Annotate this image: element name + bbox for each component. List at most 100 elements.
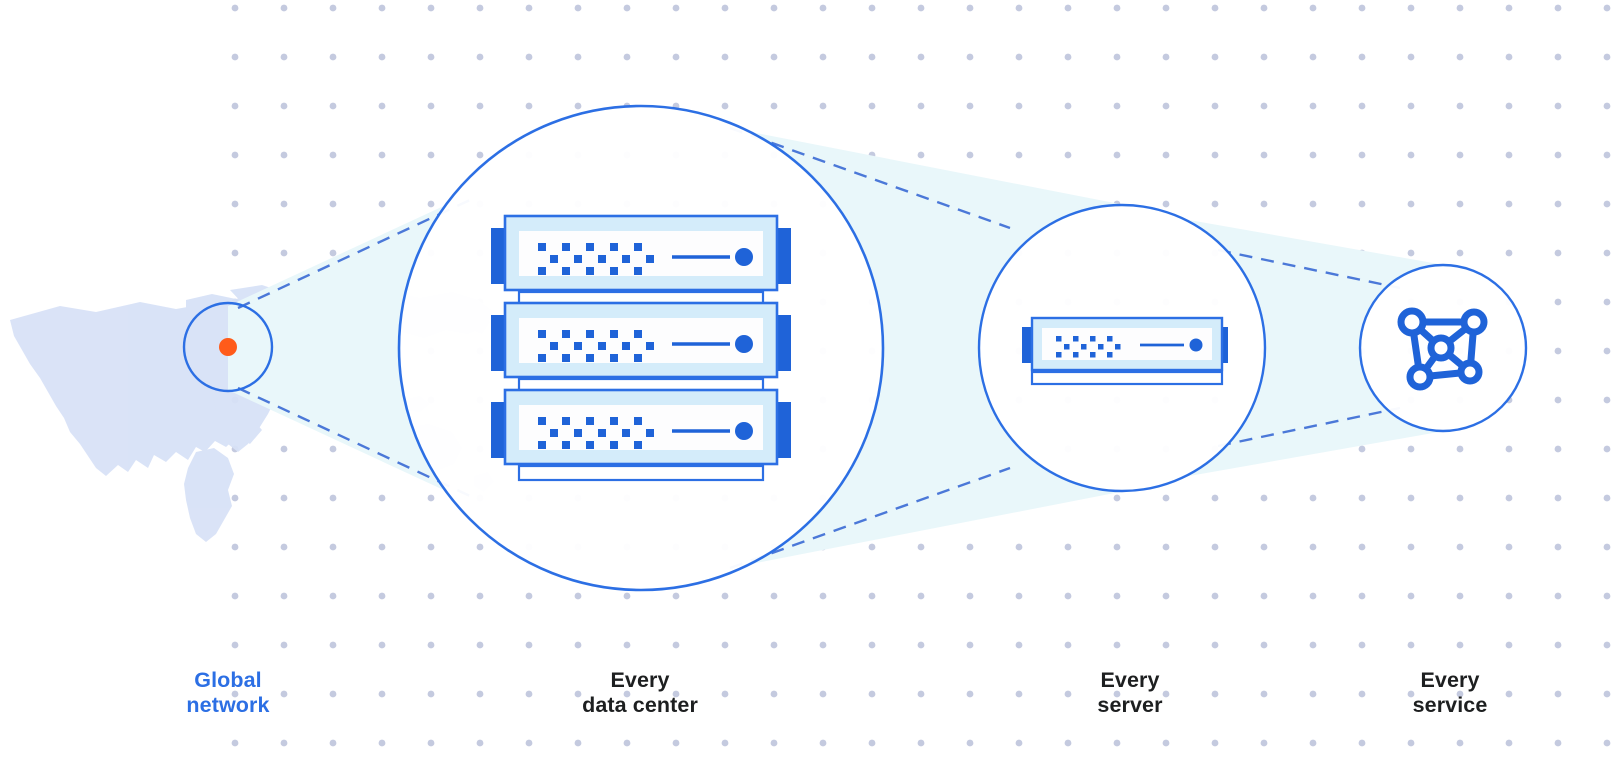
- grid-dot: [1113, 641, 1121, 649]
- grid-dot: [329, 543, 337, 551]
- grid-dot: [721, 592, 729, 600]
- grid-dot: [819, 102, 827, 110]
- grid-dot: [329, 4, 337, 12]
- grid-dot: [1554, 4, 1562, 12]
- grid-dot: [1015, 4, 1023, 12]
- grid-dot: [476, 739, 484, 747]
- grid-dot: [574, 690, 582, 698]
- rack-led-grid-1: [538, 243, 654, 275]
- grid-dot: [917, 690, 925, 698]
- grid-dot: [280, 4, 288, 12]
- grid-dot: [1064, 592, 1072, 600]
- grid-dot: [1603, 298, 1611, 306]
- grid-dot: [770, 690, 778, 698]
- grid-dot: [1603, 543, 1611, 551]
- grid-dot: [1064, 53, 1072, 61]
- grid-dot: [1064, 151, 1072, 159]
- grid-dot: [1456, 690, 1464, 698]
- grid-dot: [231, 151, 239, 159]
- grid-dot: [1211, 494, 1219, 502]
- grid-dot: [1113, 4, 1121, 12]
- grid-dot: [721, 690, 729, 698]
- grid-dot: [1554, 298, 1562, 306]
- grid-dot: [574, 592, 582, 600]
- server-led-grid: [1056, 336, 1121, 358]
- grid-dot: [721, 4, 729, 12]
- grid-dot: [1162, 53, 1170, 61]
- grid-dot: [966, 53, 974, 61]
- grid-dot: [1113, 494, 1121, 502]
- grid-dot: [574, 4, 582, 12]
- grid-dot: [525, 102, 533, 110]
- single-server: [1022, 316, 1228, 386]
- grid-dot: [966, 641, 974, 649]
- grid-dot: [476, 592, 484, 600]
- grid-dot: [1554, 53, 1562, 61]
- dashed-guides: [237, 126, 1401, 570]
- grid-dot: [1407, 4, 1415, 12]
- grid-dot: [1162, 641, 1170, 649]
- grid-dot: [427, 151, 435, 159]
- grid-dot: [868, 53, 876, 61]
- global-network-marker: [219, 338, 237, 356]
- grid-dot: [329, 249, 337, 257]
- grid-dot: [280, 151, 288, 159]
- grid-dot: [868, 690, 876, 698]
- grid-dot: [1309, 592, 1317, 600]
- grid-dot: [1113, 151, 1121, 159]
- grid-dot: [1407, 249, 1415, 257]
- grid-dot: [231, 494, 239, 502]
- grid-dot: [1211, 102, 1219, 110]
- grid-dot: [966, 543, 974, 551]
- grid-dot: [1554, 445, 1562, 453]
- grid-dot: [329, 690, 337, 698]
- grid-dot: [1603, 690, 1611, 698]
- grid-dot: [1456, 151, 1464, 159]
- grid-dot: [231, 690, 239, 698]
- grid-dot: [1211, 543, 1219, 551]
- grid-dot: [966, 151, 974, 159]
- grid-dot: [1505, 494, 1513, 502]
- grid-dot: [1113, 543, 1121, 551]
- grid-dot: [1113, 592, 1121, 600]
- grid-dot: [1211, 592, 1219, 600]
- grid-dot: [1015, 592, 1023, 600]
- grid-dot: [1211, 200, 1219, 208]
- grid-dot: [1309, 494, 1317, 502]
- grid-dot: [1358, 739, 1366, 747]
- grid-dot: [1260, 200, 1268, 208]
- grid-dot: [1456, 592, 1464, 600]
- grid-dot: [1554, 396, 1562, 404]
- grid-dot: [1407, 102, 1415, 110]
- grid-dot: [1064, 543, 1072, 551]
- grid-dot: [476, 151, 484, 159]
- grid-dot: [672, 53, 680, 61]
- grid-dot: [1505, 151, 1513, 159]
- grid-dot: [868, 543, 876, 551]
- grid-dot: [819, 690, 827, 698]
- grid-dot: [1554, 641, 1562, 649]
- grid-dot: [1603, 102, 1611, 110]
- grid-dot: [1407, 592, 1415, 600]
- grid-dot: [1603, 249, 1611, 257]
- grid-dot: [672, 4, 680, 12]
- grid-dot: [1260, 739, 1268, 747]
- grid-dot: [1113, 102, 1121, 110]
- grid-dot: [1505, 102, 1513, 110]
- grid-dot: [1309, 690, 1317, 698]
- grid-dot: [231, 53, 239, 61]
- grid-dot: [329, 641, 337, 649]
- grid-dot: [280, 445, 288, 453]
- grid-dot: [770, 592, 778, 600]
- grid-dot: [476, 4, 484, 12]
- grid-dot: [1456, 249, 1464, 257]
- grid-dot: [1015, 739, 1023, 747]
- grid-dot: [623, 592, 631, 600]
- grid-dot: [1456, 53, 1464, 61]
- grid-dot: [1015, 690, 1023, 698]
- grid-dot: [378, 641, 386, 649]
- grid-dot: [1407, 739, 1415, 747]
- grid-dot: [1113, 690, 1121, 698]
- grid-dot: [721, 53, 729, 61]
- grid-dot: [1162, 592, 1170, 600]
